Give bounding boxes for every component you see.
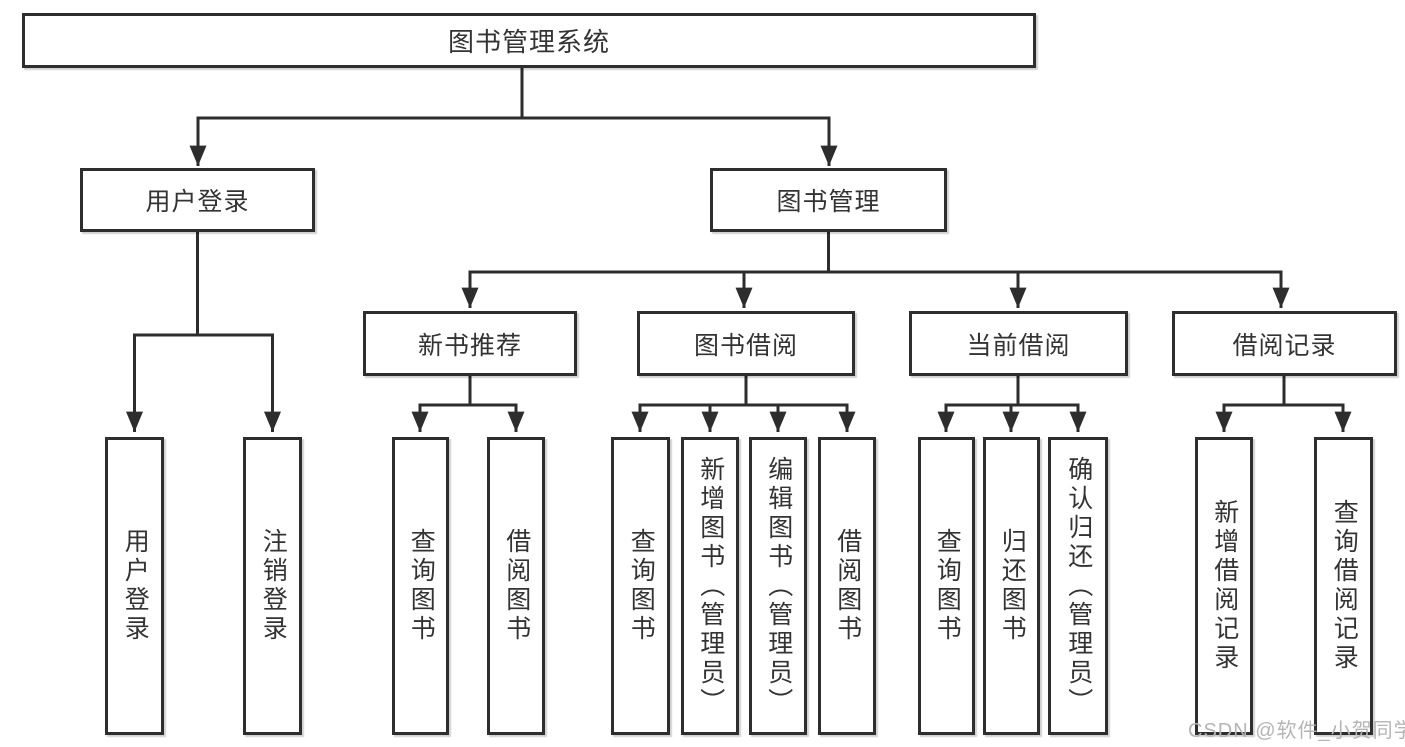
node-label: 图书管理系统 bbox=[447, 27, 610, 57]
node-library-system: 图书管理系统 bbox=[22, 13, 1036, 68]
leaf-records-query-borrow-record: 查询借阅记录 bbox=[1314, 437, 1373, 735]
node-user-login: 用户登录 bbox=[80, 168, 315, 232]
node-label: 新书推荐 bbox=[417, 331, 522, 360]
node-label: 查询图书 bbox=[933, 528, 962, 644]
leaf-records-add-borrow-record: 新增借阅记录 bbox=[1195, 437, 1253, 735]
node-label: 注销登录 bbox=[259, 528, 288, 644]
node-label: 确认归还（管理员） bbox=[1064, 455, 1093, 717]
node-label: 借阅图书 bbox=[833, 528, 862, 644]
node-label: 图书管理 bbox=[776, 188, 881, 216]
node-borrow-records: 借阅记录 bbox=[1172, 311, 1397, 376]
node-label: 查询图书 bbox=[407, 528, 436, 644]
leaf-logout: 注销登录 bbox=[243, 437, 302, 735]
leaf-borrow-borrow-books: 借阅图书 bbox=[818, 437, 876, 735]
node-label: 归还图书 bbox=[998, 528, 1027, 644]
node-new-book-recommend: 新书推荐 bbox=[363, 311, 577, 376]
leaf-borrow-edit-books-admin: 编辑图书（管理员） bbox=[749, 437, 807, 735]
node-label: 查询借阅记录 bbox=[1330, 499, 1359, 673]
node-label: 借阅记录 bbox=[1232, 331, 1337, 360]
node-label: 图书借阅 bbox=[693, 331, 798, 360]
leaf-borrow-add-books-admin: 新增图书（管理员） bbox=[681, 437, 739, 735]
node-label: 当前借阅 bbox=[966, 331, 1071, 360]
node-label: 用户登录 bbox=[121, 528, 150, 644]
node-label: 编辑图书（管理员） bbox=[764, 455, 793, 717]
node-label: 用户登录 bbox=[145, 188, 250, 216]
node-book-borrow: 图书借阅 bbox=[637, 311, 855, 376]
node-current-borrow: 当前借阅 bbox=[909, 311, 1128, 376]
leaf-rec-borrow-books: 借阅图书 bbox=[487, 437, 545, 735]
node-label: 查询图书 bbox=[627, 528, 656, 644]
connector-trunks bbox=[133, 68, 1345, 407]
leaf-current-return-books: 归还图书 bbox=[983, 437, 1040, 735]
csdn-watermark: CSDN @软件_小贺同学 bbox=[1188, 720, 1405, 742]
node-label: 新增借阅记录 bbox=[1210, 499, 1239, 673]
node-label: 新增图书（管理员） bbox=[696, 455, 725, 717]
leaf-current-confirm-return-admin: 确认归还（管理员） bbox=[1048, 437, 1108, 735]
leaf-rec-query-books: 查询图书 bbox=[392, 437, 449, 735]
node-label: 借阅图书 bbox=[502, 528, 531, 644]
leaf-current-query-books: 查询图书 bbox=[918, 437, 975, 735]
leaf-user-login: 用户登录 bbox=[105, 437, 164, 735]
leaf-borrow-query-books: 查询图书 bbox=[611, 437, 670, 735]
node-book-management: 图书管理 bbox=[710, 168, 947, 232]
